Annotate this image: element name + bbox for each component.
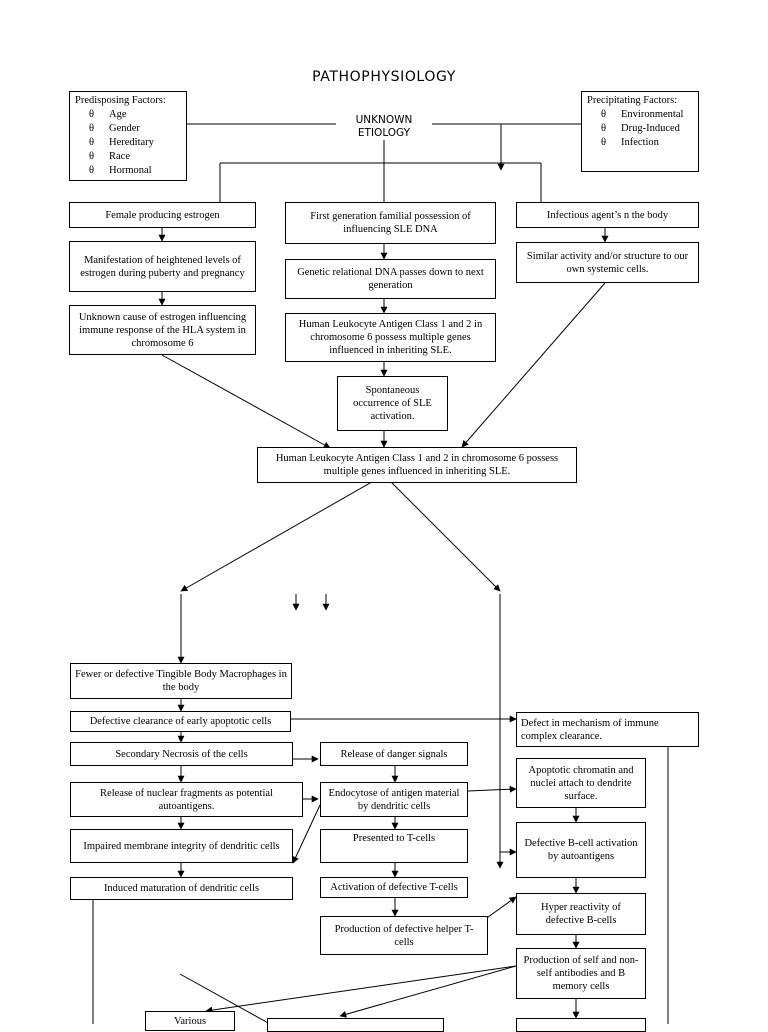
genetic-relational-box: Genetic relational DNA passes down to ne…	[285, 259, 496, 299]
various-box: Various	[145, 1011, 235, 1031]
list-item: Drug-Induced	[601, 122, 693, 136]
arrow-antibodies-various	[205, 965, 517, 1014]
danger-signals-box: Release of danger signals	[320, 742, 468, 766]
defective-bcell-box: Defective B-cell activation by autoantig…	[516, 822, 646, 878]
list-item: Hereditary	[89, 136, 181, 150]
fewer-macrophages-box: Fewer or defective Tingible Body Macroph…	[70, 663, 292, 699]
etiology-label: UNKNOWN ETIOLOGY	[336, 114, 432, 140]
nuclear-fragments-box: Release of nuclear fragments as potentia…	[70, 782, 303, 817]
hla-central-box: Human Leukocyte Antigen Class 1 and 2 in…	[257, 447, 577, 483]
apoptotic-chromatin-box: Apoptotic chromatin and nuclei attach to…	[516, 758, 646, 808]
endocytose-box: Endocytose of antigen material by dendri…	[320, 782, 468, 817]
first-generation-box: First generation familial possession of …	[285, 202, 496, 244]
arrow-endocytose-impaired	[292, 804, 321, 864]
lower-center-box	[267, 1018, 444, 1032]
unknown-cause-box: Unknown cause of estrogen influencing im…	[69, 305, 256, 355]
activation-tcells-box: Activation of defective T-cells	[320, 877, 468, 898]
presented-tcells-box: Presented to T-cells	[320, 829, 468, 863]
arrow-antibodies-lower	[339, 965, 517, 1018]
arrow-central-right	[383, 474, 501, 592]
lower-right-box	[516, 1018, 646, 1032]
defect-mechanism-box: Defect in mechanism of immune complex cl…	[516, 712, 699, 747]
secondary-necrosis-box: Secondary Necrosis of the cells	[70, 742, 293, 766]
list-item: Hormonal	[89, 164, 181, 178]
spontaneous-box: Spontaneous occurrence of SLE activation…	[337, 376, 448, 431]
list-item: Age	[89, 108, 181, 122]
arrow-central-left	[180, 474, 385, 592]
hyper-reactivity-box: Hyper reactivity of defective B-cells	[516, 893, 646, 935]
arrow-endocytose-chromatin	[467, 785, 517, 793]
list-item: Environmental	[601, 108, 693, 122]
defective-clearance-box: Defective clearance of early apoptotic c…	[70, 711, 291, 732]
induced-maturation-box: Induced maturation of dendritic cells	[70, 877, 293, 900]
impaired-membrane-box: Impaired membrane integrity of dendritic…	[70, 829, 293, 863]
predisposing-factors-box: Predisposing Factors: Age Gender Heredit…	[69, 91, 187, 181]
arrow-similar-hla	[461, 282, 606, 448]
heightened-estrogen-box: Manifestation of heightened levels of es…	[69, 241, 256, 292]
infectious-agents-box: Infectious agent’s n the body	[516, 202, 699, 228]
predisposing-heading: Predisposing Factors:	[75, 95, 166, 106]
list-item: Race	[89, 150, 181, 164]
list-item: Infection	[601, 136, 693, 150]
page-title: PATHOPHYSIOLOGY	[312, 69, 456, 85]
helper-tcells-box: Production of defective helper T-cells	[320, 916, 488, 955]
female-estrogen-box: Female producing estrogen	[69, 202, 256, 228]
hla-inheriting-box: Human Leukocyte Antigen Class 1 and 2 in…	[285, 313, 496, 362]
arrow-unknown-hla	[161, 354, 331, 449]
similar-activity-box: Similar activity and/or structure to our…	[516, 242, 699, 283]
diagonal-line	[179, 973, 271, 1024]
precipitating-heading: Precipitating Factors:	[587, 95, 678, 106]
precipitating-factors-box: Precipitating Factors: Environmental Dru…	[581, 91, 699, 172]
list-item: Gender	[89, 122, 181, 136]
self-antibodies-box: Production of self and non-self antibodi…	[516, 948, 646, 999]
